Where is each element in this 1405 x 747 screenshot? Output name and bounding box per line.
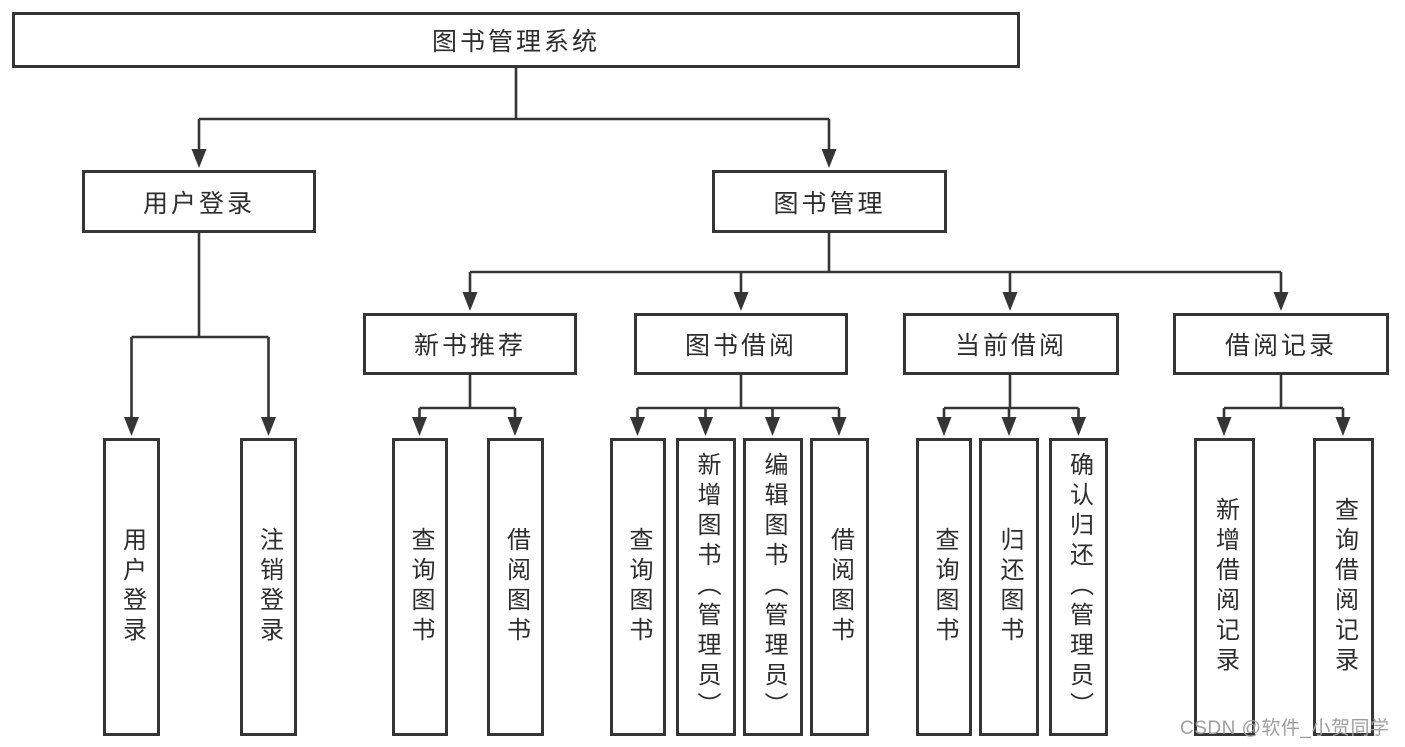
leaf-borrowing-query-books: 查询图书: [610, 438, 666, 736]
leaf-query-borrow-record: 查询借阅记录: [1313, 438, 1374, 736]
leaf-borrowing-borrow-books: 借阅图书: [810, 438, 869, 736]
node-library-system: 图书管理系统: [12, 12, 1020, 68]
leaf-recommend-query-books: 查询图书: [392, 438, 448, 736]
leaf-current-query-books: 查询图书: [916, 438, 972, 736]
node-new-book-recommendation: 新书推荐: [363, 313, 577, 375]
leaf-confirm-return-admin: 确认归还（管理员）: [1049, 438, 1108, 736]
node-user-login: 用户登录: [82, 170, 316, 233]
leaf-logout: 注销登录: [240, 438, 297, 736]
leaf-edit-book-admin: 编辑图书（管理员）: [743, 438, 803, 736]
node-book-management: 图书管理: [712, 170, 947, 233]
node-current-borrowing: 当前借阅: [903, 313, 1119, 375]
leaf-add-borrow-record: 新增借阅记录: [1194, 438, 1255, 736]
node-borrowing-records: 借阅记录: [1173, 313, 1389, 375]
leaf-return-books: 归还图书: [979, 438, 1039, 736]
leaf-recommend-borrow-books: 借阅图书: [487, 438, 544, 736]
node-book-borrowing: 图书借阅: [634, 313, 848, 375]
leaf-add-book-admin: 新增图书（管理员）: [676, 438, 736, 736]
leaf-user-login: 用户登录: [103, 438, 160, 736]
watermark: CSDN @软件_小贺同学: [1180, 718, 1390, 739]
